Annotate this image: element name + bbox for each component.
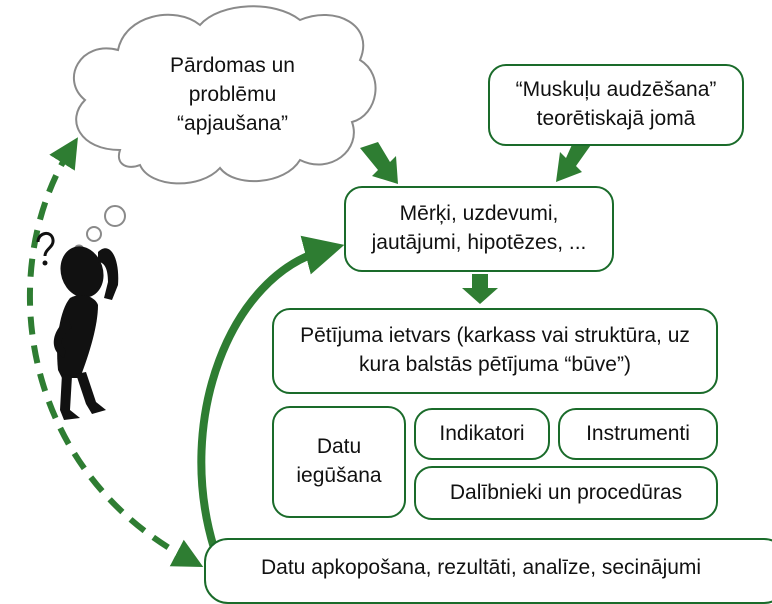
dashed-arrow-feedback-icon	[27, 137, 204, 568]
arrow-theory-to-aims-icon	[556, 138, 593, 182]
diagram-graphics	[27, 5, 593, 568]
cloud-line-2: problēmu	[188, 82, 277, 106]
framework-box: Pētījuma ietvars (karkass vai struktūra,…	[272, 308, 718, 394]
arrow-aims-to-framework-icon	[462, 274, 498, 304]
curved-arrow-results-to-aims-icon	[197, 235, 345, 552]
framework-line-1: Pētījuma ietvars (karkass vai struktūra,…	[300, 324, 690, 348]
participants-box: Dalībnieki un procedūras	[414, 466, 718, 520]
cloud-line-1: Pārdomas un	[170, 54, 295, 77]
instruments-box: Instrumenti	[558, 408, 718, 460]
theory-line-2: teorētiskajā jomā	[536, 107, 696, 130]
theory-line-1: “Muskuļu audzēšana”	[515, 78, 717, 102]
data-collection-line-2: iegūšana	[296, 464, 382, 487]
research-process-diagram: Pārdomas un problēmu “apjaušana” “Muskuļ…	[27, 5, 772, 604]
cloud-text: Pārdomas un problēmu “apjaušana”	[150, 52, 315, 139]
thinking-person-icon	[36, 232, 119, 420]
results-label: Datu apkopošana, rezultāti, analīze, sec…	[261, 556, 702, 579]
indicators-box: Indikatori	[414, 408, 550, 460]
indicators-label: Indikatori	[439, 421, 525, 445]
aims-box: Mērķi, uzdevumi, jautājumi, hipotēzes, .…	[344, 186, 614, 272]
data-collection-line-1: Datu	[316, 435, 362, 459]
instruments-label: Instrumenti	[586, 421, 690, 445]
arrow-cloud-to-aims-icon	[360, 142, 398, 184]
results-box: Datu apkopošana, rezultāti, analīze, sec…	[204, 538, 772, 604]
aims-line-2: jautājumi, hipotēzes, ...	[371, 231, 587, 254]
cloud-line-3: “apjaušana”	[177, 111, 288, 135]
question-mark-icon	[36, 232, 55, 266]
framework-line-2: kura balstās pētījuma “būve”)	[359, 353, 631, 376]
data-collection-box: Datu iegūšana	[272, 406, 406, 518]
participants-label: Dalībnieki un procedūras	[449, 480, 683, 504]
theory-box: “Muskuļu audzēšana” teorētiskajā jomā	[488, 64, 744, 146]
aims-line-1: Mērķi, uzdevumi,	[399, 202, 559, 226]
